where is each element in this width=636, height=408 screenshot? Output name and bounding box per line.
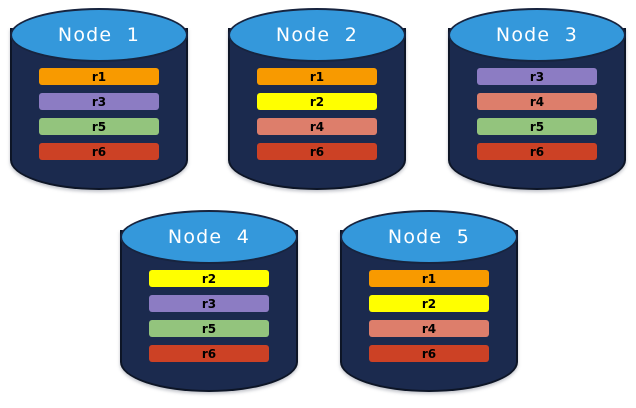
cylinder-top-ellipse [448,8,626,62]
replica-bar[interactable]: r2 [369,295,489,312]
replica-bar[interactable]: r3 [149,295,269,312]
replica-list: r1 r2 r4 r6 [369,270,489,362]
cylinder-top-ellipse [340,210,518,264]
cylinder-top-ellipse [120,210,298,264]
replica-bar[interactable]: r1 [369,270,489,287]
replica-list: r1 r2 r4 r6 [257,68,377,160]
replica-bar[interactable]: r6 [369,345,489,362]
replica-bar[interactable]: r4 [369,320,489,337]
replica-bar[interactable]: r3 [39,93,159,110]
database-node[interactable]: r1 r3 r5 r6 Node 1 [10,8,188,198]
replica-bar[interactable]: r6 [39,143,159,160]
node-label: Node 3 [495,24,579,46]
node-label: Node 1 [57,24,141,46]
replica-list: r3 r4 r5 r6 [477,68,597,160]
replica-bar[interactable]: r2 [257,93,377,110]
database-node[interactable]: r2 r3 r5 r6 Node 4 [120,210,298,400]
replica-bar[interactable]: r6 [477,143,597,160]
replica-bar[interactable]: r3 [477,68,597,85]
replica-bar[interactable]: r1 [39,68,159,85]
replica-bar[interactable]: r6 [149,345,269,362]
database-node[interactable]: r1 r2 r4 r6 Node 5 [340,210,518,400]
node-label: Node 4 [167,226,251,248]
cylinder-top-ellipse [228,8,406,62]
replica-bar[interactable]: r6 [257,143,377,160]
replica-list: r1 r3 r5 r6 [39,68,159,160]
replica-list: r2 r3 r5 r6 [149,270,269,362]
replica-bar[interactable]: r5 [149,320,269,337]
cylinder-top-ellipse [10,8,188,62]
replica-bar[interactable]: r2 [149,270,269,287]
database-node[interactable]: r3 r4 r5 r6 Node 3 [448,8,626,198]
replica-bar[interactable]: r4 [257,118,377,135]
replica-bar[interactable]: r5 [39,118,159,135]
node-label: Node 5 [387,226,471,248]
node-label: Node 2 [275,24,359,46]
replica-bar[interactable]: r5 [477,118,597,135]
replica-bar[interactable]: r1 [257,68,377,85]
database-node[interactable]: r1 r2 r4 r6 Node 2 [228,8,406,198]
replica-bar[interactable]: r4 [477,93,597,110]
